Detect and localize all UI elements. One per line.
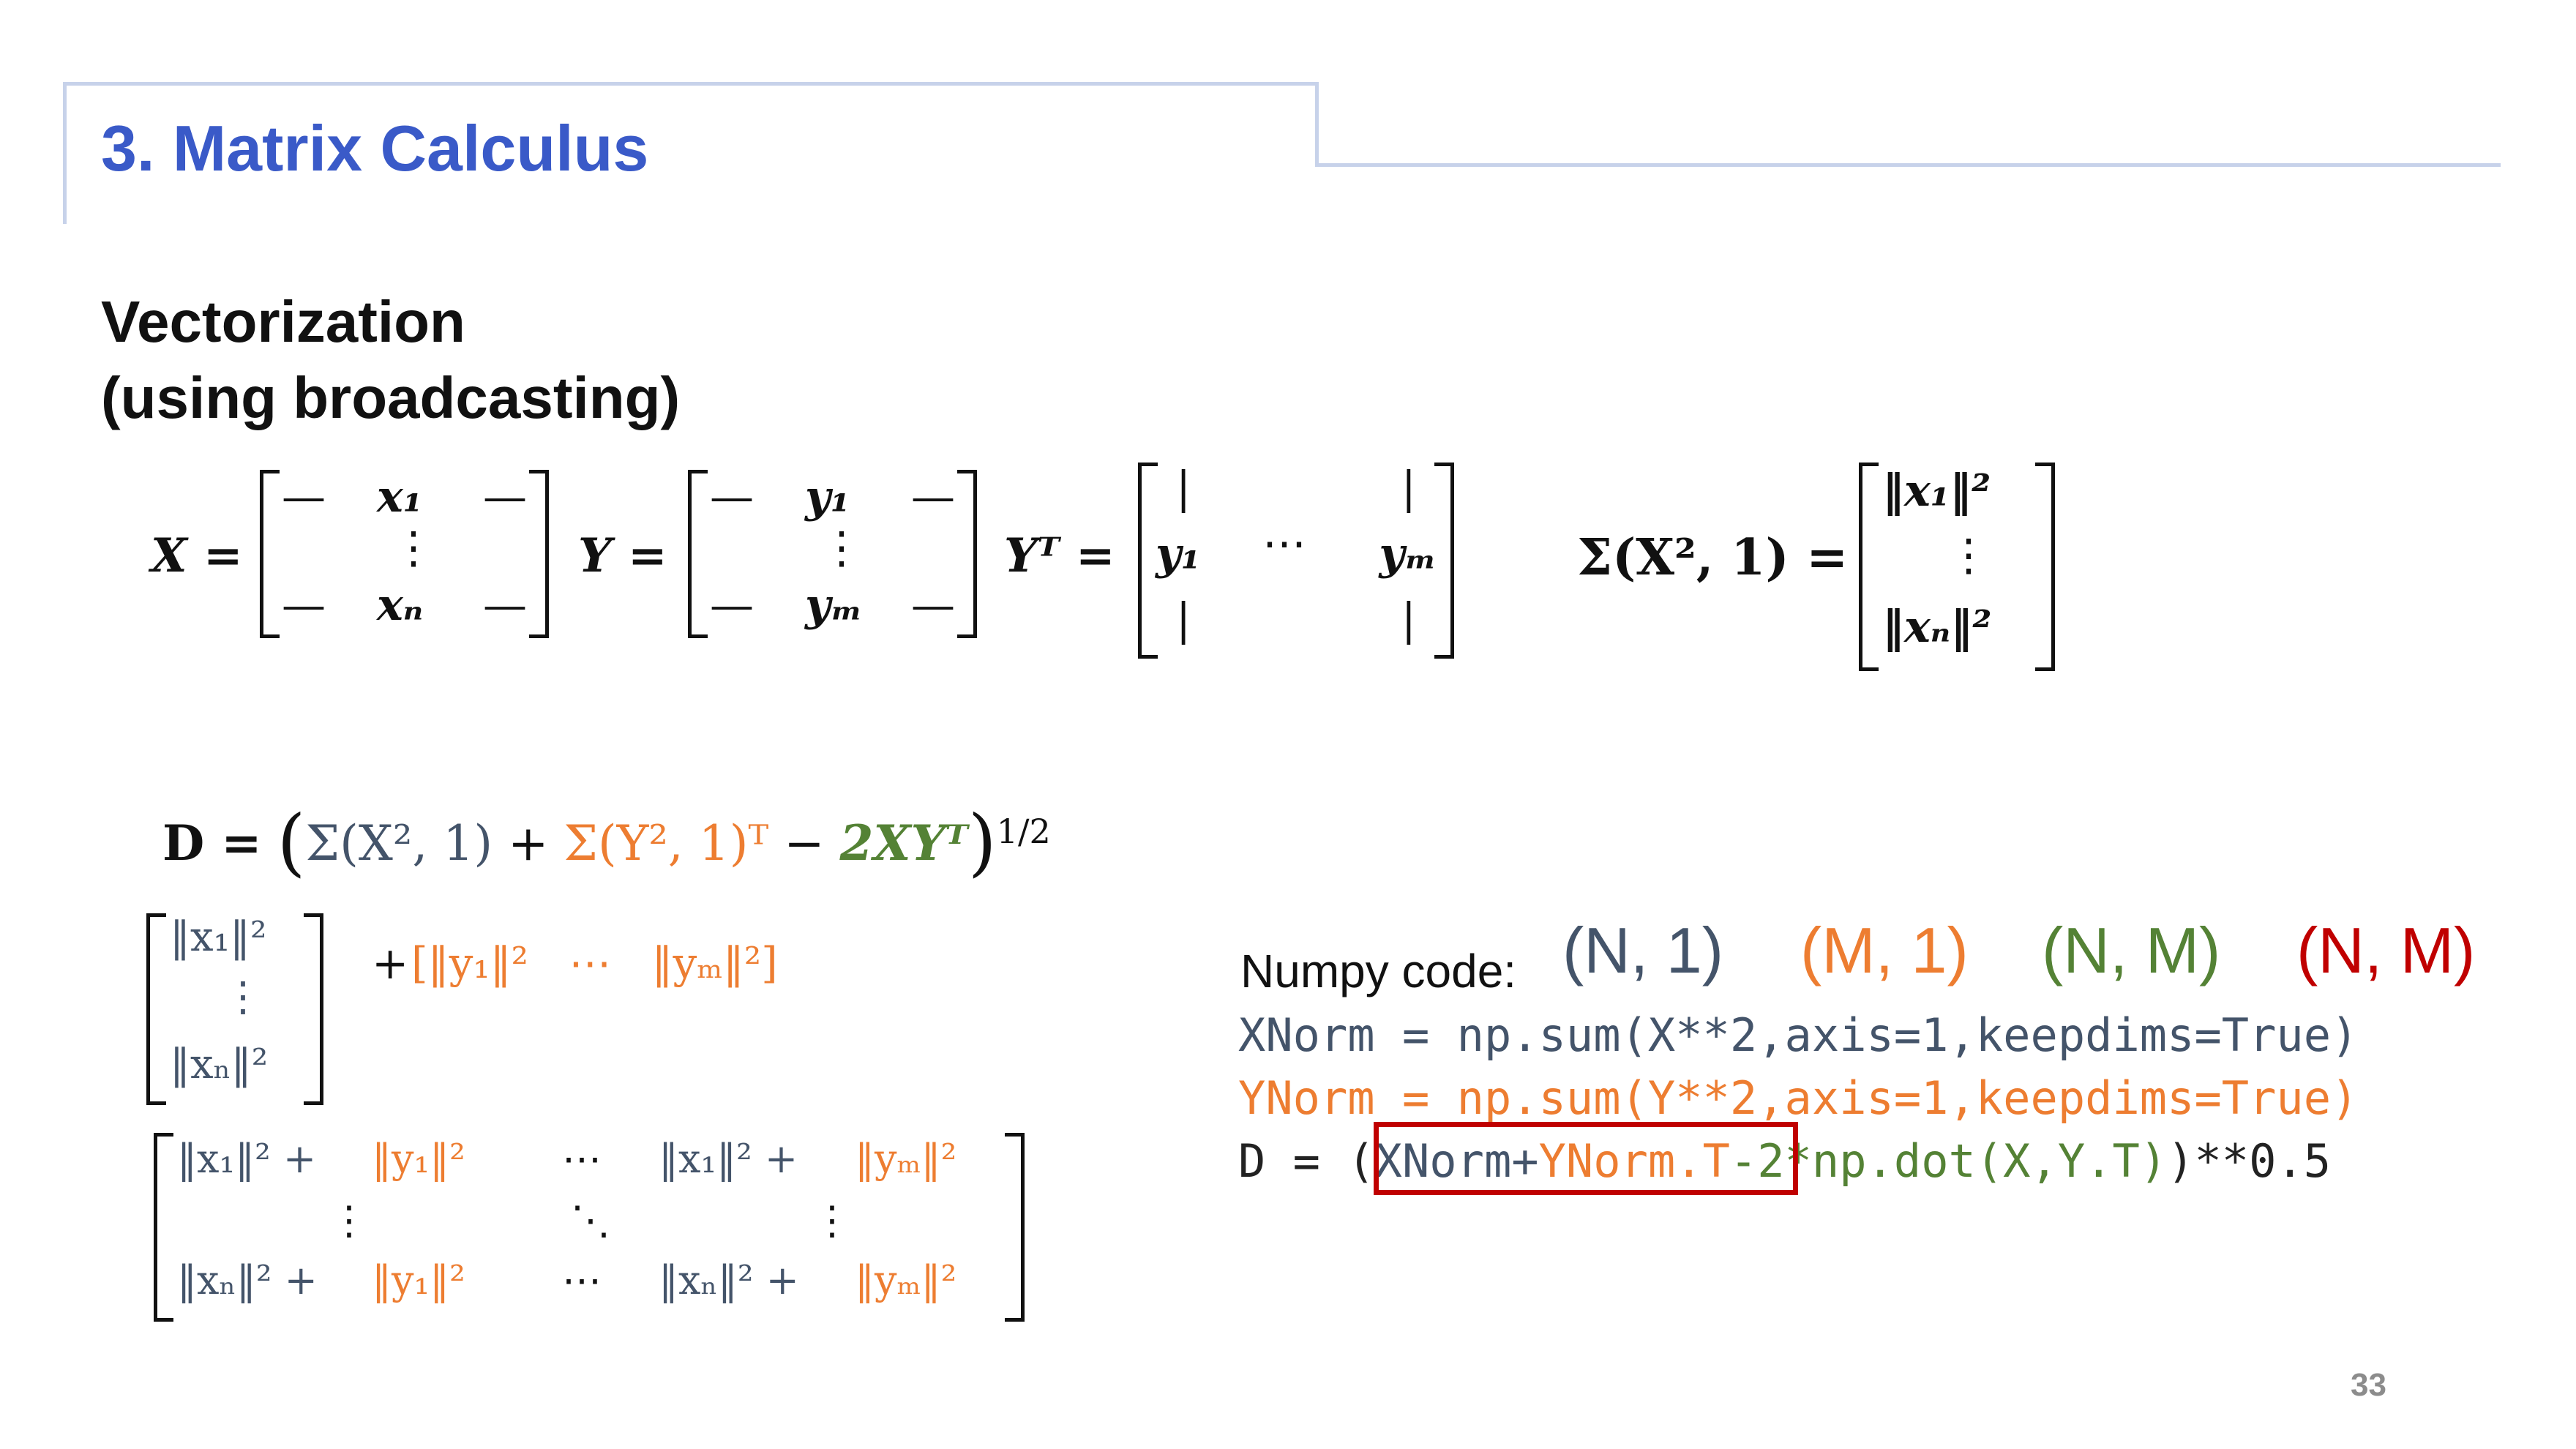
r2-vdots-2: ⋮ [812,1197,852,1243]
d-term-1: Σ(X², 1) [305,815,493,872]
y-row-m: yₘ [805,580,863,631]
header-frame-left [63,83,67,224]
y-row-1: y₁ [805,471,850,523]
sum-vector: ‖x₁‖² ⋮ ‖xₙ‖² [1859,463,2055,671]
y-matrix: —— y₁ ⋮ —— yₘ [688,470,977,638]
r1-y2: ‖yₘ‖² [855,1136,957,1182]
broadcast-column: ‖x₁‖² ⋮ ‖xₙ‖² [146,913,323,1105]
bcol-row-dots: ⋮ [222,973,263,1021]
r1-x1: ‖x₁‖² + [177,1136,317,1182]
code-line-3-prefix: D = ( [1238,1134,1375,1188]
d-lhs: D = [162,815,262,872]
bcol-row-n: ‖xₙ‖² [170,1041,269,1088]
header-frame-top [63,82,1319,86]
header-frame-step [1315,82,1319,167]
numpy-label: Numpy code: [1240,945,1517,997]
x-row-dots: ⋮ [392,523,435,574]
result-matrix: ‖x₁‖² + ‖y₁‖² ⋯ ‖x₁‖² + ‖yₘ‖² ⋮ ⋱ ⋮ ‖xₙ‖… [154,1133,1025,1322]
yt-label: Yᵀ = [1004,528,1115,583]
code-line-2: YNorm = np.sum(Y**2,axis=1,keepdims=True… [1238,1071,2359,1125]
section-heading: Vectorization (using broadcasting) [101,284,680,436]
bcol-row-1: ‖x₁‖² [170,913,267,961]
x-row-n: xₙ [377,580,424,631]
sum-label: Σ(X², 1) = [1577,528,1849,587]
shape-tag-xnorm: (N, 1) [1562,914,1723,986]
shape-tag-dot: (N, M) [2042,914,2221,986]
distance-formula: D = (Σ(X², 1) + Σ(Y², 1)ᵀ − 2XYᵀ)1/2 [162,799,1051,885]
y-label: Y = [578,528,667,583]
shape-tag-ynorm: (M, 1) [1800,914,1969,986]
slide-title: 3. Matrix Calculus [101,112,649,184]
r3-x2: ‖xₙ‖² + [659,1257,799,1303]
d-minus: − [784,815,825,872]
r2-vdots-1: ⋮ [329,1197,369,1243]
x-row-1: x₁ [377,471,423,523]
r3-y2: ‖yₘ‖² [855,1257,957,1303]
x-matrix: —— x₁ ⋮ —— xₙ [260,470,549,638]
shape-tag-d: (N, M) [2296,914,2476,986]
code-line-3-suffix: )**0.5 [2167,1134,2332,1188]
d-plus: + [508,815,549,872]
code-line-1: XNorm = np.sum(X**2,axis=1,keepdims=True… [1238,1008,2359,1062]
d-term-3: 2XYᵀ [839,815,968,872]
code-line-3: D = (XNorm+YNorm.T-2*np.dot(X,Y.T))**0.5 [1238,1134,2331,1188]
broadcast-plus: + [372,938,409,989]
page-number: 33 [2351,1367,2386,1403]
broadcast-row: [‖y₁‖² ⋯ ‖yₘ‖²] [411,938,778,988]
heading-line-1: Vectorization [101,289,465,354]
yt-col-1: y₁ [1156,528,1201,580]
r2-ddots: ⋱ [571,1197,610,1243]
d-term-2: Σ(Y², 1)ᵀ [564,815,769,872]
r1-x2: ‖x₁‖² + [659,1136,798,1182]
yt-col-dots: ⋯ [1262,518,1306,569]
sum-row-1: ‖x₁‖² [1882,465,1991,517]
r3-dots: ⋯ [562,1257,602,1303]
code-line-3-xnorm: XNorm+ [1374,1134,1539,1188]
yt-col-m: yₘ [1379,528,1437,580]
code-line-3-ynorm: YNorm.T [1538,1134,1730,1188]
code-line-3-dot: -2*np.dot(X,Y.T) [1729,1134,2168,1188]
header-frame-right [1315,163,2501,167]
x-label: X = [151,528,243,583]
d-exponent: 1/2 [996,812,1051,851]
sum-row-dots: ⋮ [1947,530,1991,581]
r1-y1: ‖y₁‖² [372,1136,465,1182]
heading-line-2: (using broadcasting) [101,365,681,430]
highlight-box [1374,1122,1798,1195]
r1-dots: ⋯ [562,1136,602,1182]
y-row-dots: ⋮ [820,523,864,574]
r3-y1: ‖y₁‖² [372,1257,465,1303]
r3-x1: ‖xₙ‖² + [177,1257,318,1303]
yt-matrix: || y₁ ⋯ yₘ || [1138,463,1454,659]
sum-row-n: ‖xₙ‖² [1882,602,1992,653]
